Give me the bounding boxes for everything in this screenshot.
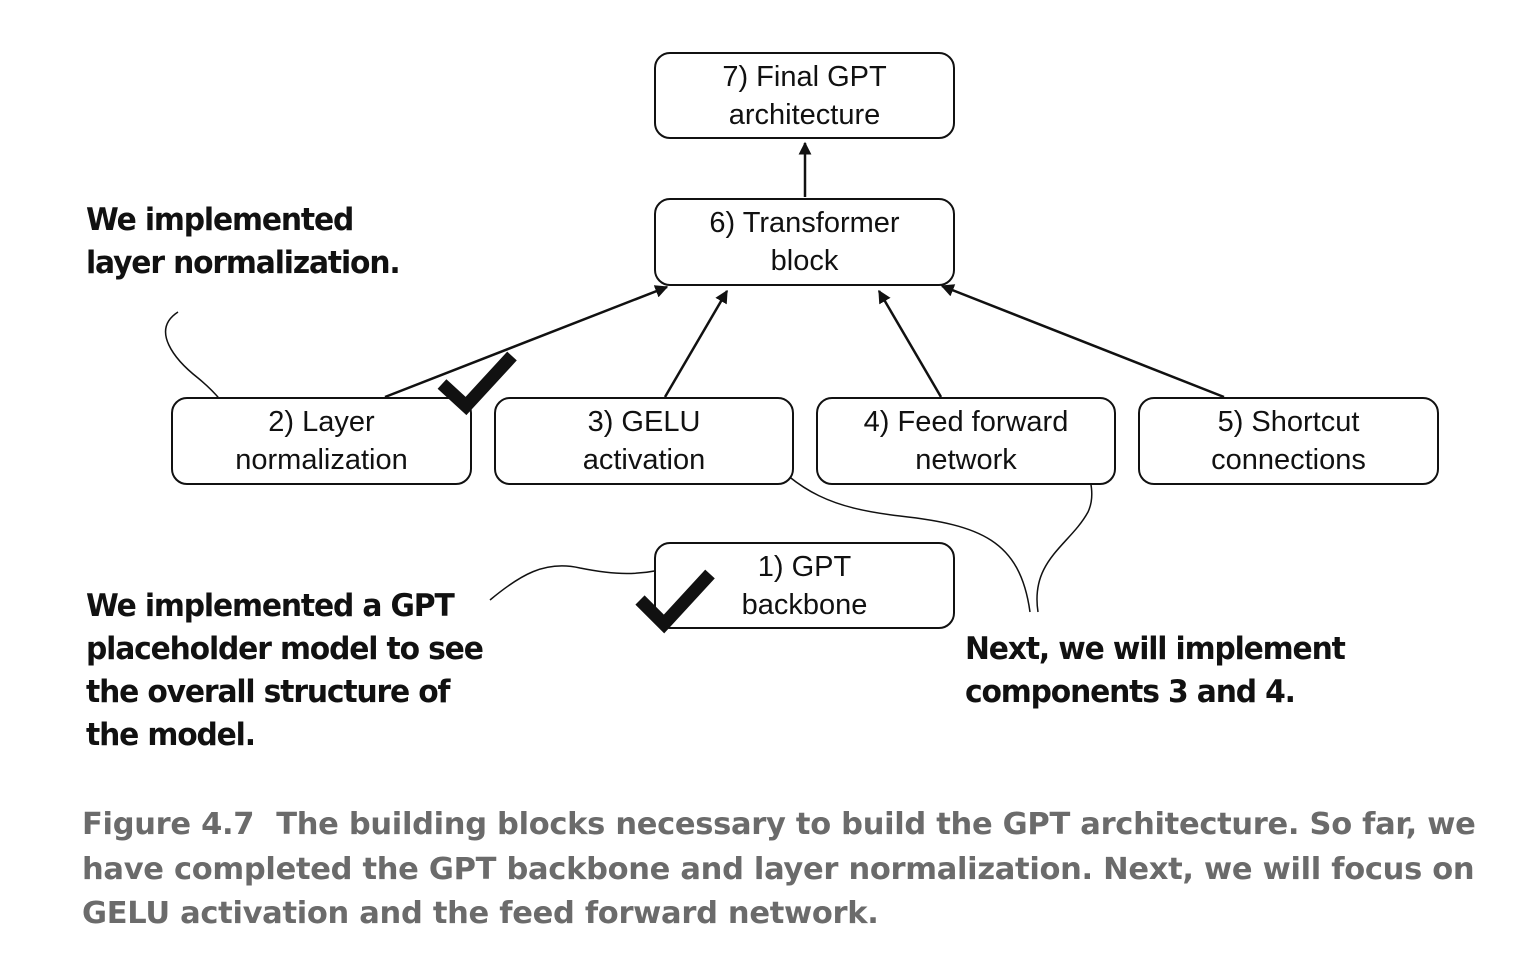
arrow-feedforward-to-transformer bbox=[877, 289, 943, 398]
arrow-gelu-to-transformer bbox=[663, 289, 729, 398]
gpt-building-blocks-diagram: 7) Final GPT architecture 6) Transformer… bbox=[86, 52, 1439, 753]
node-final-gpt-architecture: 7) Final GPT architecture bbox=[654, 52, 955, 139]
node-gelu-activation: 3) GELU activation bbox=[494, 397, 794, 485]
figure-caption-text: The building blocks necessary to build t… bbox=[82, 807, 1476, 931]
node-transformer-block: 6) Transformer block bbox=[654, 198, 955, 286]
annotation-next-steps: Next, we will implement components 3 and… bbox=[965, 631, 1346, 710]
node-layer-normalization: 2) Layer normalization bbox=[171, 397, 472, 485]
annotation-layer-normalization-done: We implemented layer normalization. bbox=[86, 202, 401, 281]
diagram-connectors bbox=[165, 141, 1225, 613]
node-gpt-backbone: 1) GPT backbone bbox=[654, 542, 955, 629]
node-feed-forward-network: 4) Feed forward network bbox=[816, 397, 1116, 485]
arrow-shortcut-to-transformer bbox=[940, 284, 1225, 399]
pointer-next-to-gelu bbox=[759, 448, 1031, 613]
node-shortcut-connections: 5) Shortcut connections bbox=[1138, 397, 1439, 485]
arrow-layernorm-to-transformer bbox=[384, 285, 669, 399]
figure-label: Figure 4.7 bbox=[82, 807, 255, 842]
annotation-backbone-done: We implemented a GPT placeholder model t… bbox=[86, 588, 484, 753]
